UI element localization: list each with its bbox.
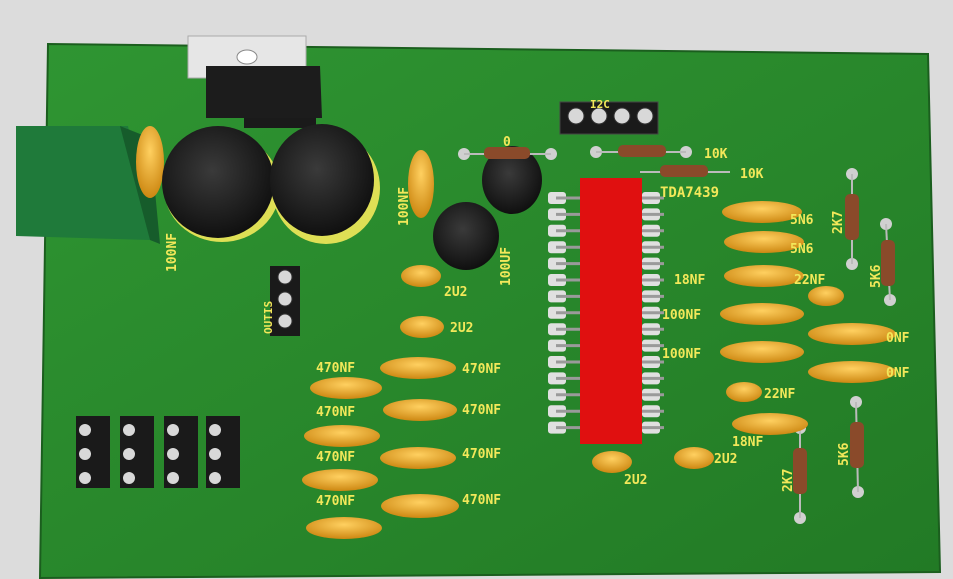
output-header [270, 266, 300, 336]
i2c-header [559, 101, 659, 135]
cap-label-470nf-1: 470NF [316, 361, 355, 376]
res-label-5k6-a: 5K6 [869, 264, 884, 288]
cap-label-100uf: 100UF [499, 247, 514, 286]
electrolytic-capacitors [136, 124, 542, 270]
cap-label-470nf-4: 470NF [462, 403, 501, 418]
ic-label: TDA7439 [660, 185, 719, 201]
cap-label-nf-a: 0NF [886, 331, 910, 346]
cap-label-2u2-b: 2U2 [450, 321, 473, 336]
input-headers [76, 416, 240, 488]
output-header-label: OUTIS [262, 301, 275, 334]
cap-label-2u2-a: 2U2 [444, 285, 467, 300]
cap-label-470nf-2: 470NF [462, 362, 501, 377]
tda7439-ic [580, 178, 642, 444]
cap-label-100nf-r2: 100NF [662, 347, 701, 362]
cap-label-22nf-a: 22NF [794, 273, 825, 288]
res-label-2k7-a: 2K7 [831, 211, 846, 234]
cap-label-100nf-mid: 100NF [397, 187, 412, 226]
cap-label-5n6-a: 5N6 [790, 213, 814, 228]
cap-label-100nf-left: 100NF [165, 233, 180, 272]
ceramic-capacitors [302, 201, 896, 539]
cap-label-18nf-b: 18NF [732, 435, 763, 450]
cap-label-5n6-b: 5N6 [790, 242, 814, 257]
res-label-5k6-b: 5K6 [837, 442, 852, 466]
res-label-0: 0 [503, 135, 511, 150]
cap-label-470nf-3: 470NF [316, 405, 355, 420]
res-label-2k7-b: 2K7 [781, 469, 796, 492]
cap-label-470nf-6: 470NF [462, 447, 501, 462]
cap-label-2u2-c: 2U2 [624, 473, 647, 488]
cap-label-470nf-8: 470NF [462, 493, 501, 508]
res-label-10k-a: 10K [704, 147, 728, 162]
i2c-header-label: I2C [590, 98, 610, 111]
res-label-10k-b: 10K [740, 167, 764, 182]
cap-label-2u2-d: 2U2 [714, 452, 737, 467]
cap-label-470nf-7: 470NF [316, 494, 355, 509]
voltage-regulator [187, 35, 322, 128]
cap-label-18nf-a: 18NF [674, 273, 705, 288]
cap-label-22nf-b: 22NF [764, 387, 795, 402]
cap-label-nf-b: 0NF [886, 366, 910, 381]
ic-pins [548, 192, 664, 434]
cap-label-100nf-r1: 100NF [662, 308, 701, 323]
cap-label-470nf-5: 470NF [316, 450, 355, 465]
